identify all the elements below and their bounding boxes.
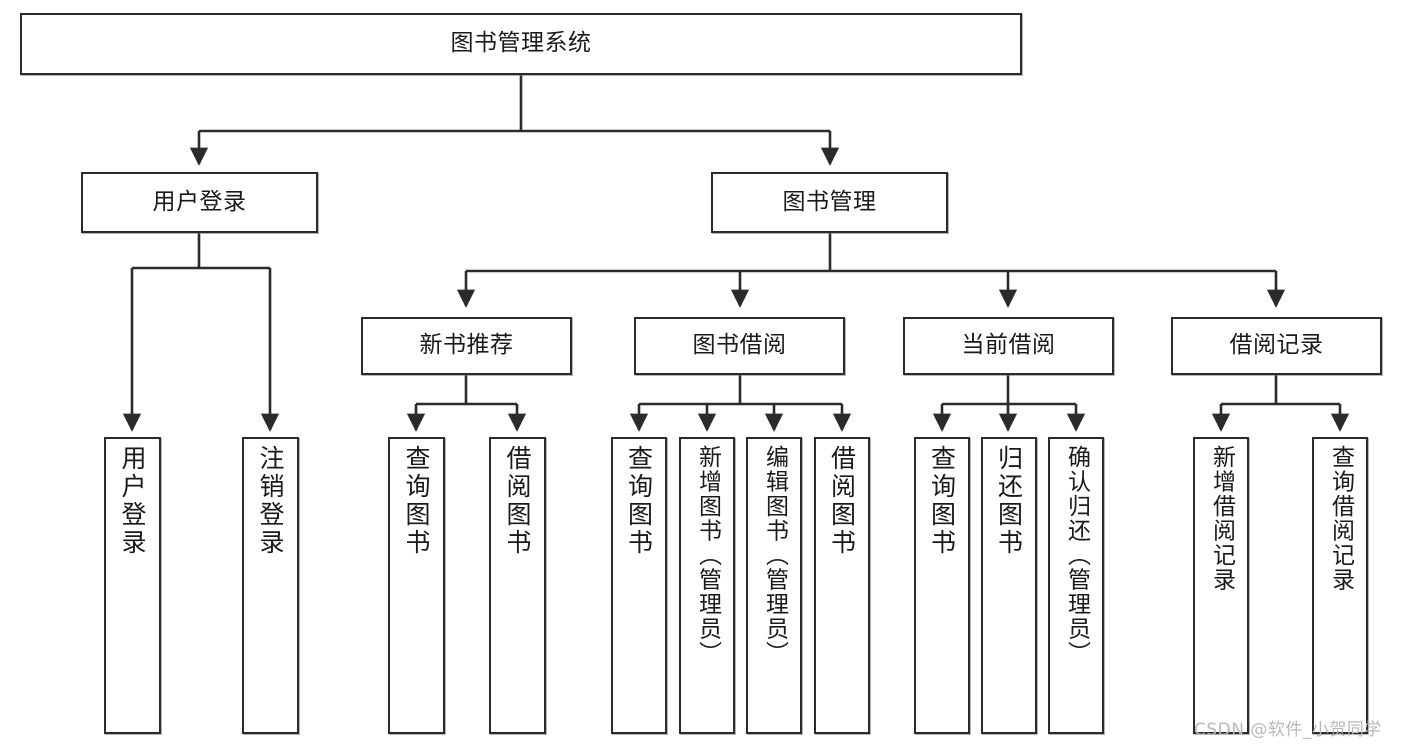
csdn-watermark: CSDN @软件_小贺同学	[1194, 720, 1382, 740]
node-book-management[interactable]: 图书管理	[711, 172, 948, 233]
node-label: 查询图书	[927, 445, 957, 557]
node-current-borrow[interactable]: 当前借阅	[903, 317, 1114, 375]
node-label: 新书推荐	[419, 332, 514, 359]
node-borrow-record[interactable]: 借阅记录	[1171, 317, 1382, 375]
node-label: 查询图书	[624, 445, 654, 557]
node-leaf-return-book[interactable]: 归还图书	[981, 437, 1037, 734]
node-label: 用户登录	[152, 188, 247, 215]
node-label: 查询图书	[402, 445, 431, 557]
node-leaf-query-book-borrow[interactable]: 查询图书	[611, 437, 667, 734]
node-root-system[interactable]: 图书管理系统	[20, 13, 1022, 75]
node-label: 图书管理	[782, 188, 877, 215]
node-leaf-borrow-book-recommend[interactable]: 借阅图书	[489, 437, 546, 734]
node-leaf-user-login[interactable]: 用户登录	[104, 437, 161, 734]
node-label: 借阅记录	[1229, 332, 1324, 359]
node-leaf-edit-book-admin[interactable]: 编辑图书（管理员）	[746, 437, 802, 734]
node-new-book-recommend[interactable]: 新书推荐	[361, 317, 572, 375]
node-label: 新增图书（管理员）	[694, 445, 721, 666]
node-leaf-query-book-current[interactable]: 查询图书	[914, 437, 970, 734]
node-label: 当前借阅	[961, 332, 1056, 359]
node-label: 借阅图书	[827, 445, 857, 557]
node-label: 借阅图书	[503, 445, 532, 557]
node-label: 注销登录	[256, 445, 285, 557]
node-label: 编辑图书（管理员）	[761, 445, 788, 666]
node-label: 图书管理系统	[450, 30, 592, 57]
node-leaf-borrow-book[interactable]: 借阅图书	[814, 437, 870, 734]
node-label: 新增借阅记录	[1208, 445, 1235, 592]
node-leaf-logout[interactable]: 注销登录	[242, 437, 299, 734]
node-leaf-query-book-recommend[interactable]: 查询图书	[388, 437, 445, 734]
node-user-login[interactable]: 用户登录	[81, 172, 318, 233]
node-label: 确认归还（管理员）	[1063, 445, 1090, 666]
node-leaf-query-borrow-record[interactable]: 查询借阅记录	[1312, 437, 1368, 734]
node-label: 归还图书	[994, 445, 1024, 557]
node-book-borrow[interactable]: 图书借阅	[634, 317, 845, 375]
node-label: 用户登录	[118, 445, 147, 557]
node-leaf-add-borrow-record[interactable]: 新增借阅记录	[1193, 437, 1249, 734]
node-label: 查询借阅记录	[1327, 445, 1354, 592]
node-leaf-add-book-admin[interactable]: 新增图书（管理员）	[679, 437, 735, 734]
node-leaf-confirm-return-admin[interactable]: 确认归还（管理员）	[1048, 437, 1104, 734]
node-label: 图书借阅	[692, 332, 787, 359]
